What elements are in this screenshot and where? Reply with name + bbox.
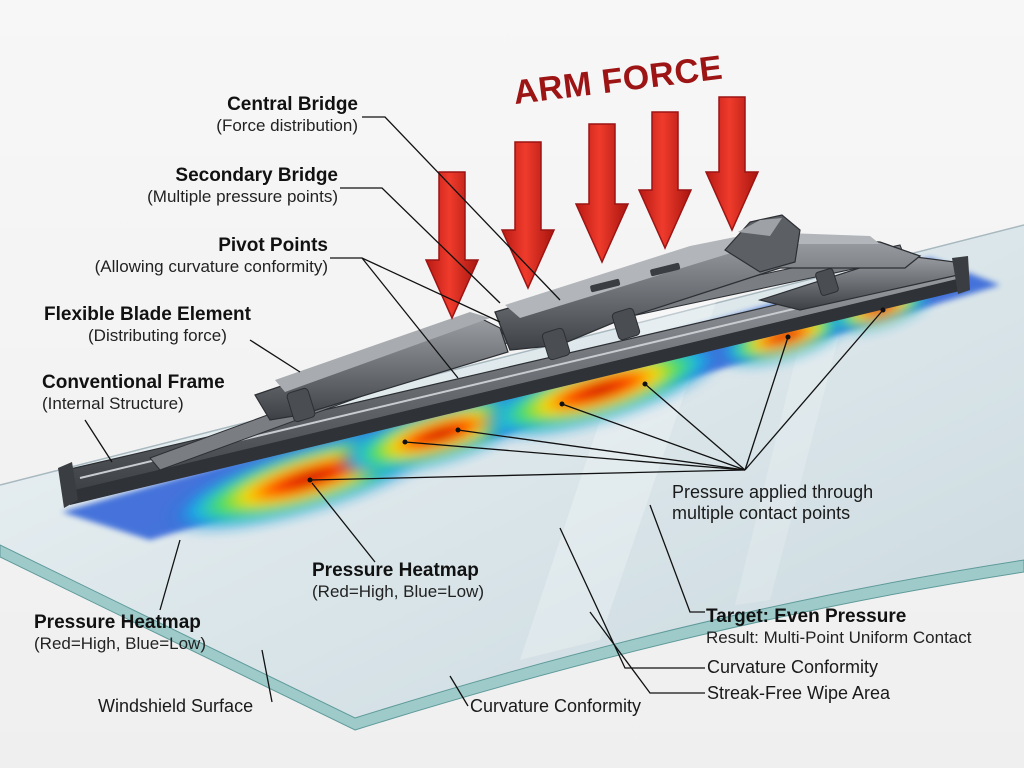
label-target-sub: Result: Multi-Point Uniform Contact: [706, 628, 972, 648]
leader-central-bridge: [362, 116, 561, 301]
label-pressure-applied-line2: multiple contact points: [672, 503, 851, 524]
force-arrow-1: [424, 171, 480, 320]
leader-secondary-bridge: [340, 187, 501, 304]
contact-point-markers: [307, 307, 886, 483]
label-secondary-bridge-title: Secondary Bridge: [175, 165, 338, 186]
label-curvature-right: Curvature Conformity: [707, 657, 879, 677]
leader-pressure-4: [561, 403, 746, 471]
label-target: Target: Even Pressure Result: Multi-Poin…: [706, 606, 971, 648]
label-heatmap-center-title: Pressure Heatmap: [312, 560, 479, 581]
label-conventional-frame-title: Conventional Frame: [42, 372, 225, 393]
label-flexible-blade-title: Flexible Blade Element: [44, 304, 251, 325]
label-pivot-points-sub: (Allowing curvature conformity): [94, 257, 328, 277]
wiper-blade: [58, 214, 970, 508]
leader-target: [649, 504, 705, 613]
leader-pressure-5: [644, 383, 746, 471]
leader-conventional-frame: [84, 419, 113, 463]
label-streak-free: Streak-Free Wipe Area: [707, 683, 891, 703]
label-flexible-blade: Flexible Blade Element (Distributing for…: [44, 304, 251, 346]
label-central-bridge: Central Bridge (Force distribution): [216, 94, 358, 136]
label-heatmap-center: Pressure Heatmap (Red=High, Blue=Low): [312, 560, 484, 602]
leader-pressure-3: [457, 429, 746, 471]
leader-heatmap-left: [159, 539, 181, 611]
force-arrow-3: [574, 123, 630, 264]
label-central-bridge-title: Central Bridge: [227, 94, 358, 115]
label-conventional-frame: Conventional Frame (Internal Structure): [42, 372, 225, 414]
label-flexible-blade-sub: (Distributing force): [88, 326, 227, 346]
leader-lines: [84, 116, 884, 707]
label-pivot-points: Pivot Points (Allowing curvature conform…: [95, 235, 328, 277]
force-arrow-2: [500, 141, 556, 290]
leader-curvature-right: [559, 527, 705, 669]
label-conventional-frame-sub: (Internal Structure): [42, 394, 184, 414]
leader-windshield: [261, 649, 273, 703]
label-secondary-bridge-sub: (Multiple pressure points): [147, 187, 338, 207]
leader-pressure-7: [744, 309, 884, 471]
force-arrow-4: [637, 111, 693, 250]
label-pivot-points-title: Pivot Points: [218, 235, 328, 256]
label-target-title: Target: Even Pressure: [706, 606, 907, 627]
label-heatmap-left-title: Pressure Heatmap: [34, 612, 201, 633]
leader-heatmap-center: [311, 482, 376, 563]
leader-pressure-6: [744, 336, 789, 471]
leader-curvature-bottom: [449, 675, 469, 707]
leader-pressure-2: [404, 441, 746, 471]
label-heatmap-center-sub: (Red=High, Blue=Low): [312, 582, 484, 602]
leader-pressure-1: [309, 469, 746, 481]
label-heatmap-left-sub: (Red=High, Blue=Low): [34, 634, 206, 654]
leader-flexible-blade: [249, 339, 301, 373]
label-heatmap-left: Pressure Heatmap (Red=High, Blue=Low): [34, 612, 206, 654]
leader-pivot-b: [361, 257, 459, 379]
arm-force-arrows: [424, 96, 760, 320]
force-arrow-5: [704, 96, 760, 232]
leader-streak-free: [589, 611, 705, 694]
label-secondary-bridge: Secondary Bridge (Multiple pressure poin…: [147, 165, 338, 207]
label-central-bridge-sub: (Force distribution): [216, 116, 358, 136]
label-curvature-bottom: Curvature Conformity: [470, 696, 642, 716]
label-pressure-applied: Pressure applied through multiple contac…: [672, 482, 873, 524]
label-windshield-surface: Windshield Surface: [98, 696, 254, 716]
label-pressure-applied-line1: Pressure applied through: [672, 482, 874, 502]
